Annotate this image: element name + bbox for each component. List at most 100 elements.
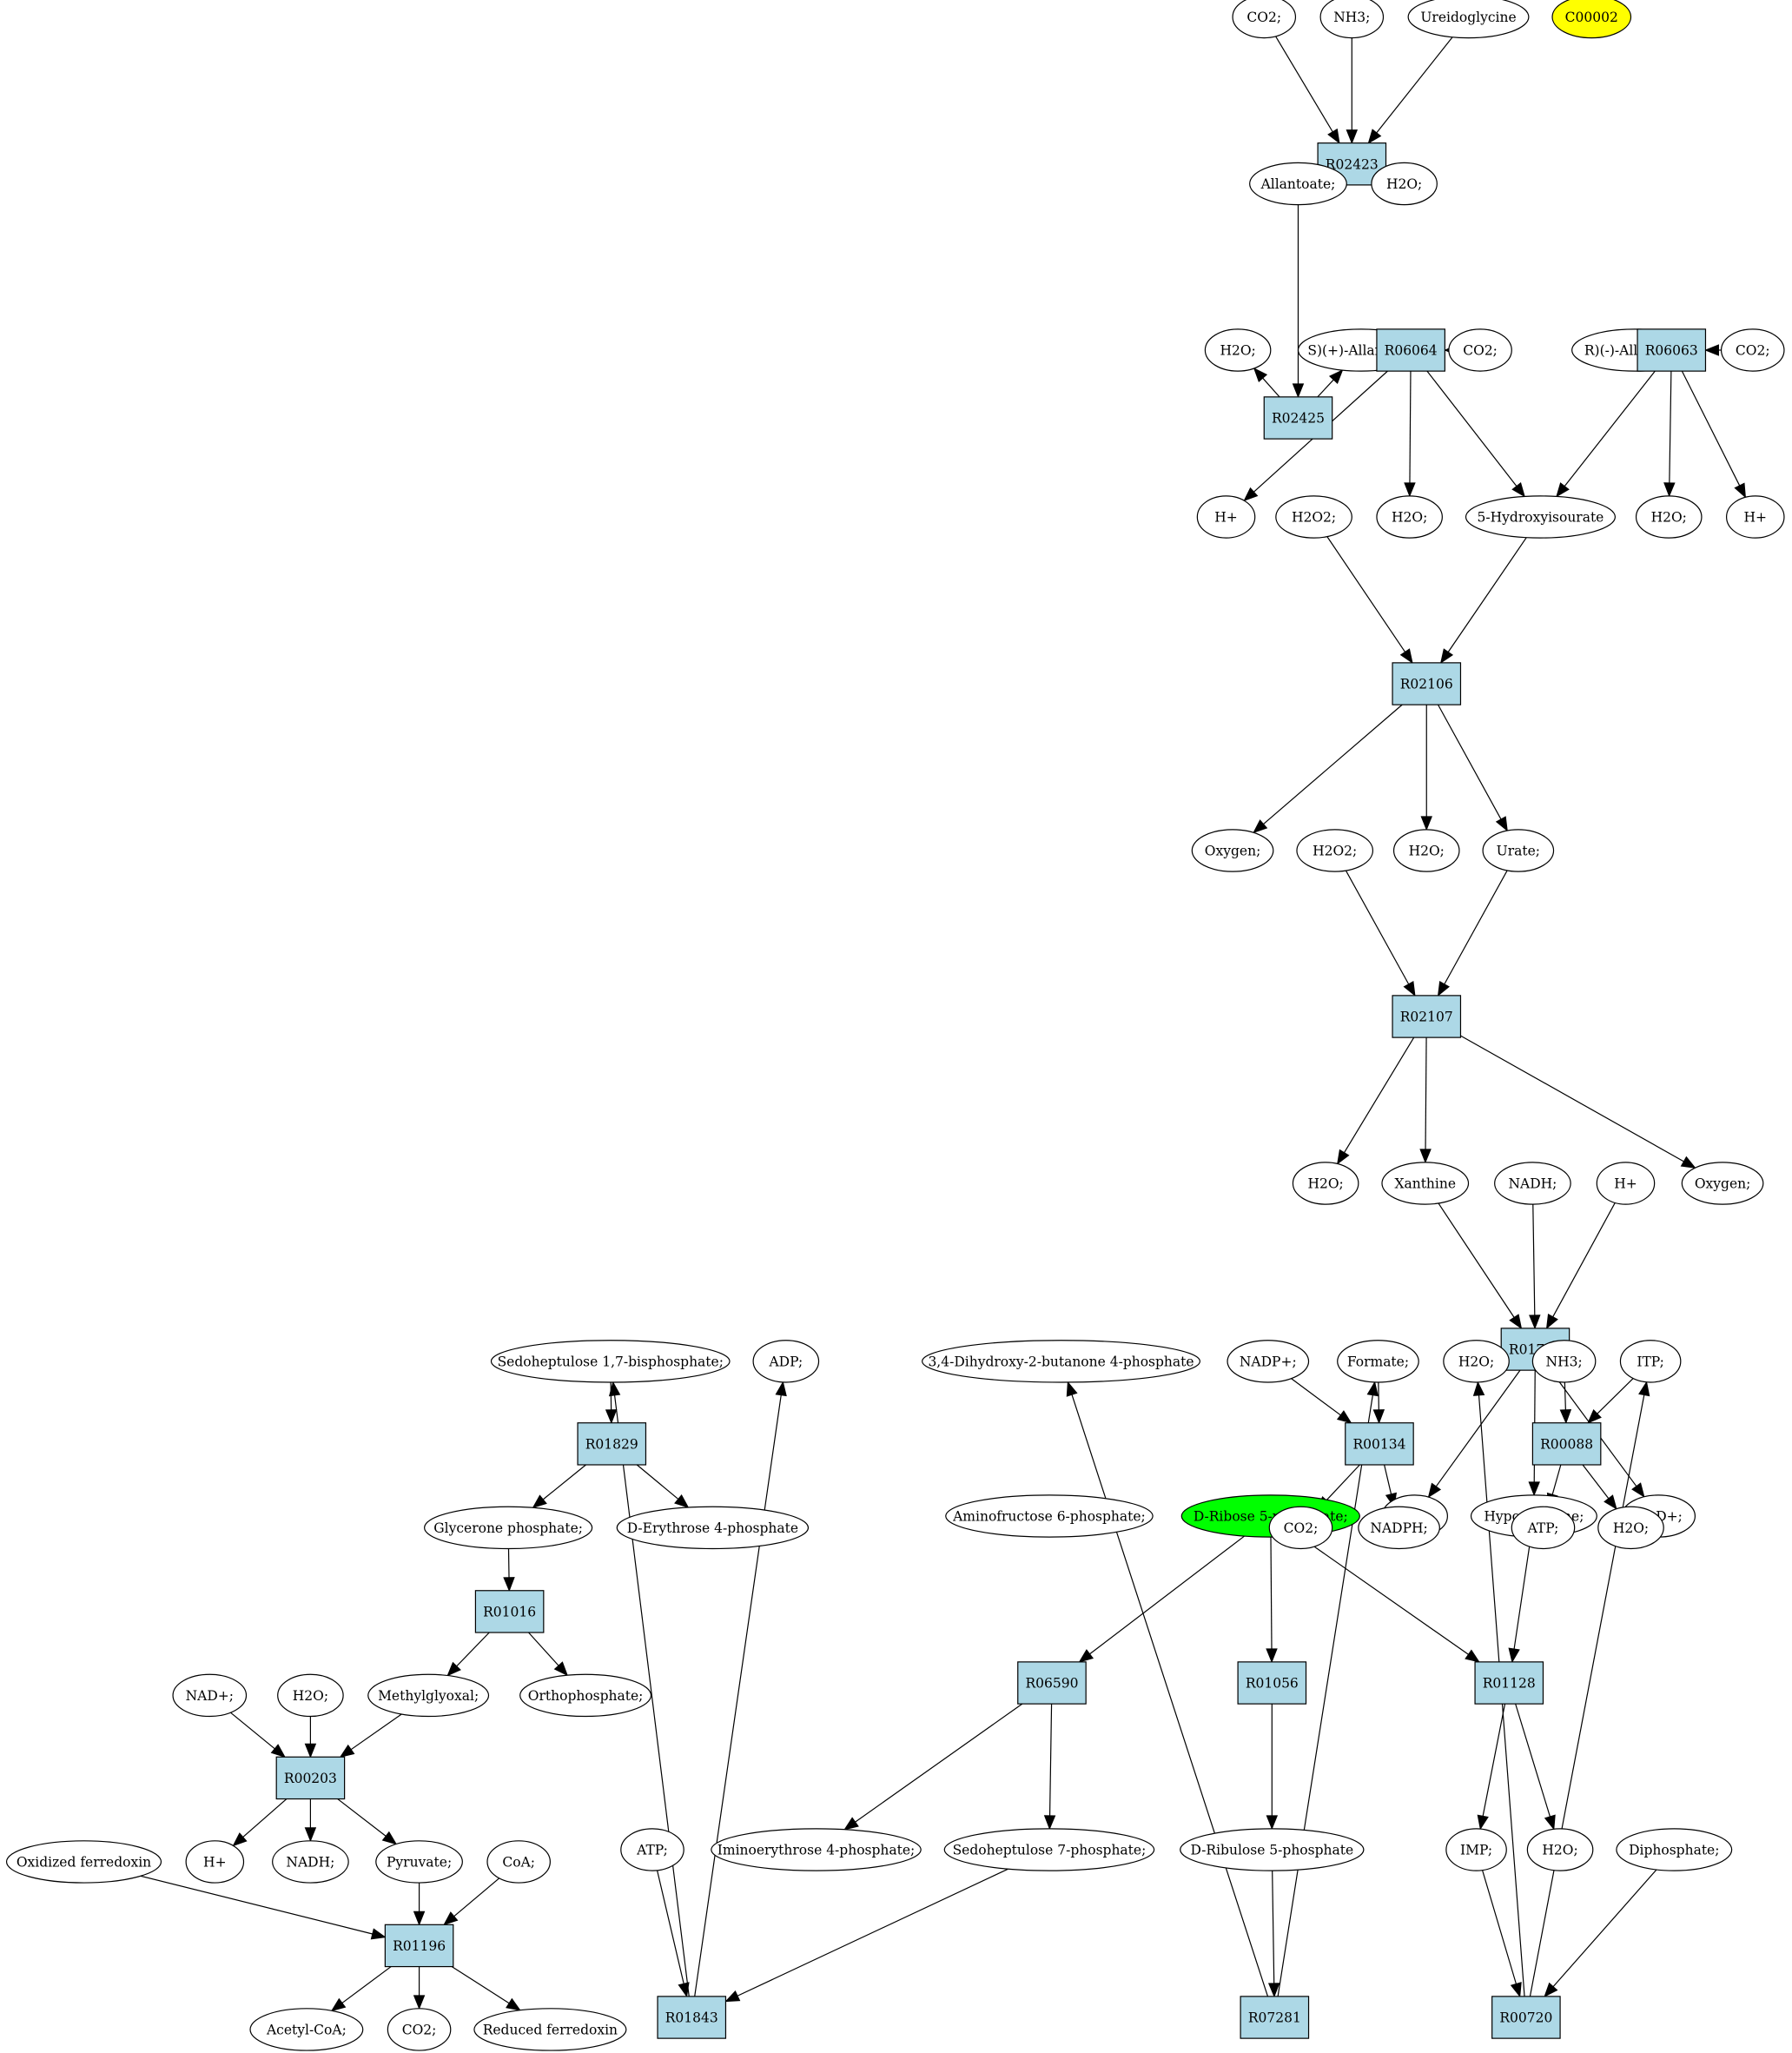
reaction-node-r02107[interactable]: R02107 xyxy=(1392,995,1462,1038)
compound-node-hplus_a[interactable]: H+ xyxy=(1196,495,1256,539)
edge-line xyxy=(855,1703,1023,1823)
compound-node-h2o_e[interactable]: H2O; xyxy=(1392,829,1460,872)
compound-node-ribulose5p[interactable]: D-Ribulose 5-phosphate xyxy=(1180,1828,1365,1871)
reaction-box xyxy=(1263,396,1333,440)
compound-node-co2_e[interactable]: CO2; xyxy=(387,2008,452,2051)
compound-node-itp[interactable]: ITP; xyxy=(1619,1340,1682,1383)
reaction-node-r01016[interactable]: R01016 xyxy=(474,1590,545,1633)
compound-node-allantoate[interactable]: Allantoate; xyxy=(1249,162,1347,206)
compound-node-methylglyoxal[interactable]: Methylglyoxal; xyxy=(367,1673,490,1718)
compound-node-nadh_b[interactable]: NADH; xyxy=(272,1840,349,1884)
compound-node-co2_a[interactable]: CO2; xyxy=(1232,0,1297,39)
edge-line xyxy=(610,1381,612,1410)
compound-ellipse xyxy=(1443,1340,1510,1383)
compound-node-oxygen_b[interactable]: Oxygen; xyxy=(1681,1162,1764,1205)
compound-node-co2_c[interactable]: CO2; xyxy=(1720,328,1785,372)
reaction-node-r01196[interactable]: R01196 xyxy=(384,1924,454,1968)
compound-node-acetylcoa[interactable]: Acetyl-CoA; xyxy=(249,2008,364,2051)
compound-node-aminofructose[interactable]: Aminofructose 6-phosphate; xyxy=(945,1494,1154,1538)
edge-line xyxy=(1669,371,1672,483)
compound-node-erythrose4p[interactable]: D-Erythrose 4-phosphate xyxy=(616,1506,810,1550)
node-label: NH3; xyxy=(1546,1354,1583,1369)
compound-node-nh3_a[interactable]: NH3; xyxy=(1319,0,1385,39)
reaction-node-r07281[interactable]: R07281 xyxy=(1240,1996,1310,2039)
reaction-node-r06063[interactable]: R06063 xyxy=(1637,328,1707,372)
compound-node-imp[interactable]: IMP; xyxy=(1445,1828,1507,1871)
compound-node-hydroxyisourate[interactable]: 5-Hydroxyisourate xyxy=(1465,495,1617,539)
edge-nadh_a-to-r01768 xyxy=(1529,1204,1541,1330)
compound-node-h2o_h[interactable]: H2O; xyxy=(1526,1828,1594,1871)
node-label: CO2; xyxy=(402,2022,437,2037)
reaction-node-r01843[interactable]: R01843 xyxy=(657,1996,727,2039)
compound-node-oxygen_a[interactable]: Oxygen; xyxy=(1191,829,1274,872)
compound-node-h2o_d[interactable]: H2O; xyxy=(1635,495,1703,539)
compound-node-formate[interactable]: Formate; xyxy=(1337,1340,1419,1383)
compound-node-sedoheptulose7p[interactable]: Sedoheptulose 7-phosphate; xyxy=(943,1828,1155,1871)
compound-node-co2_d[interactable]: CO2; xyxy=(1268,1506,1333,1550)
arrowhead-icon xyxy=(1472,1381,1485,1396)
compound-node-dihydroxybutanone[interactable]: 3,4-Dihydroxy-2-butanone 4-phosphate xyxy=(922,1340,1200,1383)
reaction-node-r02425[interactable]: R02425 xyxy=(1263,396,1333,440)
reaction-node-r01128[interactable]: R01128 xyxy=(1474,1661,1544,1705)
compound-node-atp_b[interactable]: ATP; xyxy=(1511,1506,1576,1550)
compound-node-hplus_b[interactable]: H+ xyxy=(1725,495,1785,539)
compound-node-atp_a[interactable]: ATP; xyxy=(620,1828,684,1871)
compound-node-hplus_d[interactable]: H+ xyxy=(185,1840,245,1884)
compound-node-glycerone[interactable]: Glycerone phosphate; xyxy=(424,1506,593,1550)
compound-ellipse xyxy=(277,1673,344,1718)
compound-node-h2o_a[interactable]: H2O; xyxy=(1371,162,1438,206)
arrowhead-icon xyxy=(413,1995,426,2010)
reaction-node-r00088[interactable]: R00088 xyxy=(1531,1422,1602,1466)
arrowhead-icon xyxy=(605,1409,618,1425)
reaction-node-r02106[interactable]: R02106 xyxy=(1392,662,1462,705)
edge-nh3_a-to-r02423 xyxy=(1346,37,1359,144)
compound-node-h2o_j[interactable]: H2O; xyxy=(1597,1506,1664,1550)
compound-node-hplus_c[interactable]: H+ xyxy=(1596,1162,1656,1205)
compound-node-sedoheptulose17bp[interactable]: Sedoheptulose 1,7-bisphosphate; xyxy=(490,1340,731,1383)
compound-node-h2o_b[interactable]: H2O; xyxy=(1204,328,1272,372)
compound-node-ureidoglycine[interactable]: Ureidoglycine xyxy=(1407,0,1530,39)
compound-node-c00002[interactable]: C00002 xyxy=(1551,0,1632,39)
reaction-node-r01056[interactable]: R01056 xyxy=(1237,1661,1307,1705)
compound-node-xanthine[interactable]: Xanthine xyxy=(1381,1162,1470,1205)
compound-ellipse xyxy=(272,1840,349,1884)
compound-node-coa[interactable]: CoA; xyxy=(486,1840,551,1884)
compound-node-pyruvate[interactable]: Pyruvate; xyxy=(375,1840,463,1884)
compound-node-oxferredoxin[interactable]: Oxidized ferredoxin xyxy=(5,1840,162,1884)
compound-ellipse xyxy=(1681,1162,1764,1205)
compound-node-co2_b[interactable]: CO2; xyxy=(1448,328,1512,372)
edge-line xyxy=(1552,1869,1657,1988)
reaction-box xyxy=(1237,1661,1307,1705)
compound-node-iminoerythrose[interactable]: Iminoerythrose 4-phosphate; xyxy=(711,1828,922,1871)
compound-node-nadh_a[interactable]: NADH; xyxy=(1494,1162,1571,1205)
compound-node-h2o_i[interactable]: H2O; xyxy=(1443,1340,1510,1383)
compound-node-h2o_f[interactable]: H2O; xyxy=(1292,1162,1359,1205)
compound-node-nadplus_b[interactable]: NAD+; xyxy=(172,1673,248,1718)
compound-node-nadph[interactable]: NADPH; xyxy=(1358,1506,1440,1550)
arrowhead-icon xyxy=(330,1997,347,2012)
edge-r02107-to-xanthine xyxy=(1419,1037,1432,1164)
edge-line xyxy=(1515,1703,1551,1818)
reaction-node-r06590[interactable]: R06590 xyxy=(1017,1661,1087,1705)
compound-node-redferredoxin[interactable]: Reduced ferredoxin xyxy=(473,2008,627,2051)
node-label: H2O; xyxy=(1220,343,1255,359)
reaction-box xyxy=(474,1590,545,1633)
compound-node-nh3_b[interactable]: NH3; xyxy=(1531,1340,1597,1383)
reaction-node-r00720[interactable]: R00720 xyxy=(1491,1996,1561,2039)
reaction-node-r00203[interactable]: R00203 xyxy=(275,1756,346,1800)
compound-node-h2o2_b[interactable]: H2O2; xyxy=(1296,829,1374,872)
compound-node-nadpplus[interactable]: NADP+; xyxy=(1227,1340,1310,1383)
reaction-node-r00134[interactable]: R00134 xyxy=(1345,1422,1414,1466)
compound-node-h2o_k[interactable]: H2O; xyxy=(277,1673,344,1718)
compound-node-orthophosphate[interactable]: Orthophosphate; xyxy=(519,1673,652,1718)
compound-node-h2o2_a[interactable]: H2O2; xyxy=(1275,495,1352,539)
compound-node-urate[interactable]: Urate; xyxy=(1482,829,1555,872)
arrowhead-icon xyxy=(1495,816,1508,832)
node-label: 3,4-Dihydroxy-2-butanone 4-phosphate xyxy=(928,1354,1194,1369)
compound-node-adp[interactable]: ADP; xyxy=(752,1340,820,1383)
compound-node-h2o_c[interactable]: H2O; xyxy=(1376,495,1443,539)
compound-node-diphosphate[interactable]: Diphosphate; xyxy=(1616,1828,1733,1871)
reaction-node-r01829[interactable]: R01829 xyxy=(577,1422,647,1466)
reaction-node-r06064[interactable]: R06064 xyxy=(1376,328,1445,372)
compound-ellipse xyxy=(1596,1162,1656,1205)
